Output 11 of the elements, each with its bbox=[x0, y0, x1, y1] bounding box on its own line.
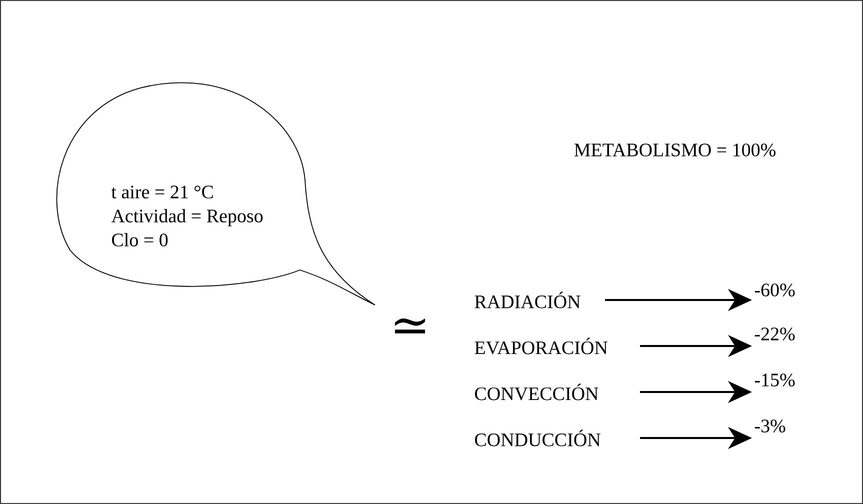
percentage-label: -60% bbox=[754, 284, 795, 296]
mechanism-label: RADIACIÓN bbox=[474, 292, 580, 308]
percentage-label: -3% bbox=[754, 420, 786, 432]
approx-symbol: ≃ bbox=[394, 318, 426, 334]
speech-bubble: t aire = 21 °C Actividad = Reposo Clo = 0 bbox=[56, 82, 376, 306]
percentage-label: -22% bbox=[754, 328, 795, 340]
percentage-label: -15% bbox=[754, 374, 795, 386]
mechanism-label: EVAPORACIÓN bbox=[474, 338, 608, 354]
mechanism-label: CONVECCIÓN bbox=[474, 384, 598, 400]
metabolism-label: METABOLISMO = 100% bbox=[574, 144, 776, 156]
mechanism-label: CONDUCCIÓN bbox=[474, 430, 600, 446]
